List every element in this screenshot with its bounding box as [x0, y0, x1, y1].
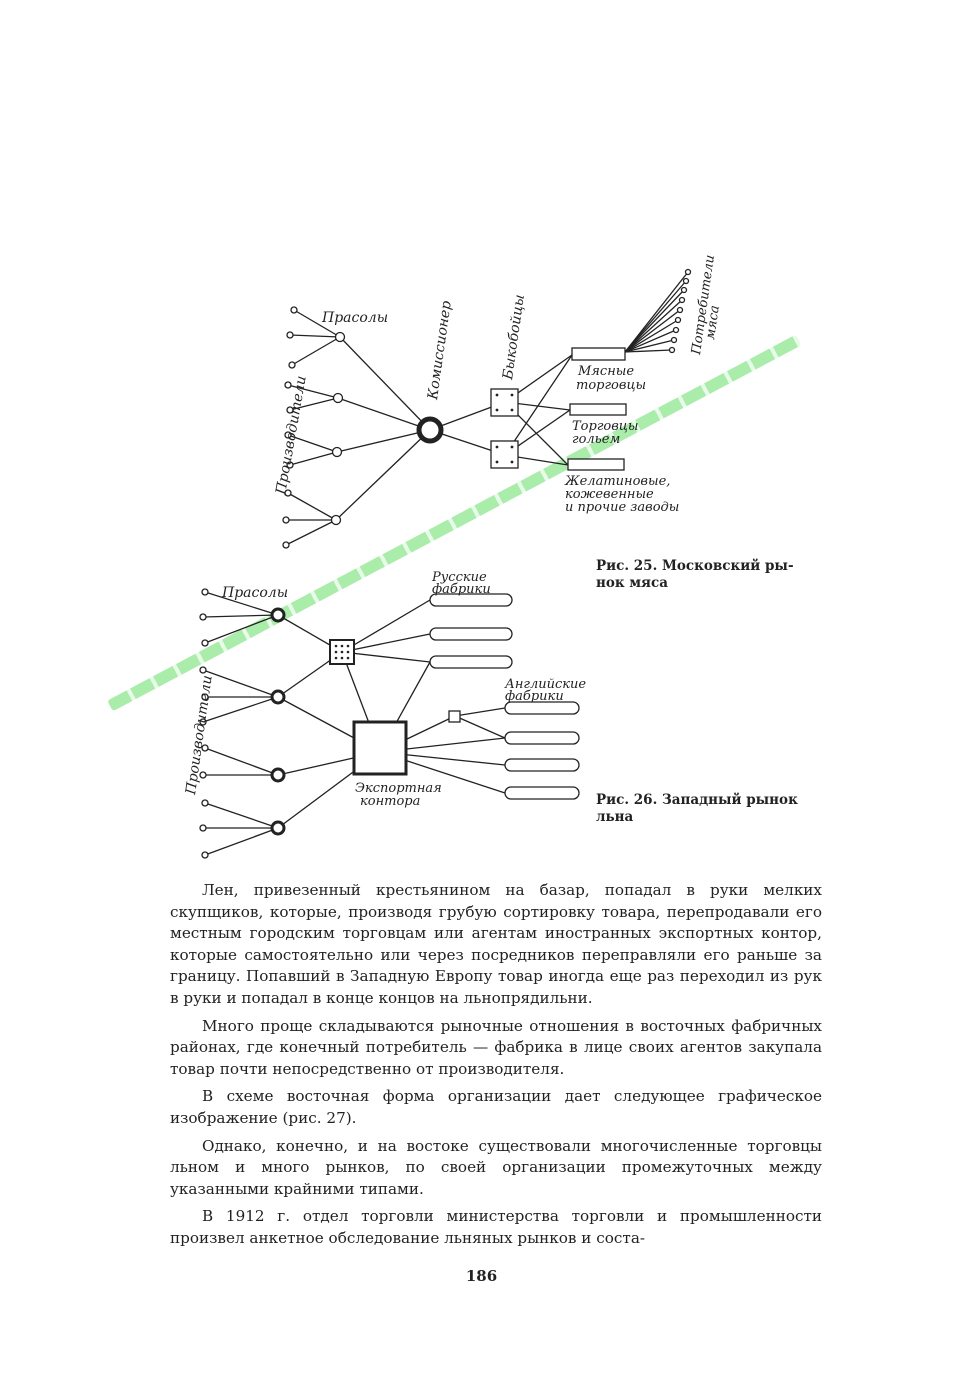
fig26-english-label-1: Английские	[504, 677, 586, 692]
fig25-byk-label: Быкобойцы	[500, 294, 528, 382]
fig25-producers-label: Производители	[273, 375, 310, 497]
fig26-node-dots	[334, 644, 350, 660]
fig25-plants-label-3: и прочие заводы	[565, 500, 679, 515]
fig25-node-dots	[495, 393, 514, 464]
fig26-export-label-2: контора	[360, 794, 420, 809]
paragraph-5: В 1912 г. отдел торговли министерства то…	[170, 1207, 822, 1247]
fig26-nodes	[199, 588, 580, 859]
fig26-export-label-1: Экспортная	[355, 781, 442, 796]
fig26-english-label-2: фабрики	[505, 689, 564, 704]
fig25-plants-label-1: Желатиновые,	[564, 474, 670, 489]
fig25-giblets-label-1: Торговцы	[572, 419, 638, 434]
fig26-caption-line-1: Рис. 26. Западный рынок	[596, 792, 798, 808]
fig25-meat-label-2: торговцы	[576, 378, 646, 393]
fig25-commissioner-label: Комиссионер	[425, 300, 455, 402]
fig26-caption: Рис. 26. Западный рынок льна	[596, 792, 798, 826]
fig25-plants-label-2: кожевенные	[565, 487, 654, 502]
figures-diagrams: Производители Прасолы Комиссионер Быкобо…	[183, 254, 723, 859]
fig25-caption-line-2: нок мяса	[596, 575, 669, 591]
fig25-caption: Рис. 25. Московский ры- нок мяса	[596, 558, 794, 592]
fig25-diagram	[285, 271, 689, 546]
fig25-caption-line-1: Рис. 25. Московский ры-	[596, 558, 794, 574]
fig25-nodes	[282, 268, 692, 549]
fig26-producers-label: Производители	[183, 674, 216, 796]
paragraph-1: Лен, привезенный крестьянином на базар, …	[170, 881, 822, 1007]
fig26-diagram	[202, 591, 506, 856]
body-text: Лен, привезенный крестьянином на базар, …	[170, 880, 822, 1256]
fig26-russian-label-1: Русские	[431, 570, 487, 585]
fig26-russian-label-2: фабрики	[432, 582, 491, 597]
paragraph-3: В схеме восточная форма организации дает…	[170, 1087, 822, 1127]
fig26-prasoly-label: Прасолы	[221, 585, 288, 601]
paragraph-2: Много проще складываются рыночные отноше…	[170, 1016, 822, 1078]
paragraph-4: Однако, конечно, и на востоке существова…	[170, 1136, 822, 1198]
fig25-labels: Производители Прасолы Комиссионер Быкобо…	[273, 254, 723, 515]
page-number: 186	[465, 1267, 498, 1285]
fig25-consumers-label-2: мяса	[703, 304, 723, 340]
fig25-meat-label-1: Мясные	[577, 364, 634, 379]
fig25-prasoly-label: Прасолы	[321, 310, 388, 326]
fig25-giblets-label-2: гольем	[572, 432, 620, 447]
fig26-caption-line-2: льна	[596, 809, 634, 825]
